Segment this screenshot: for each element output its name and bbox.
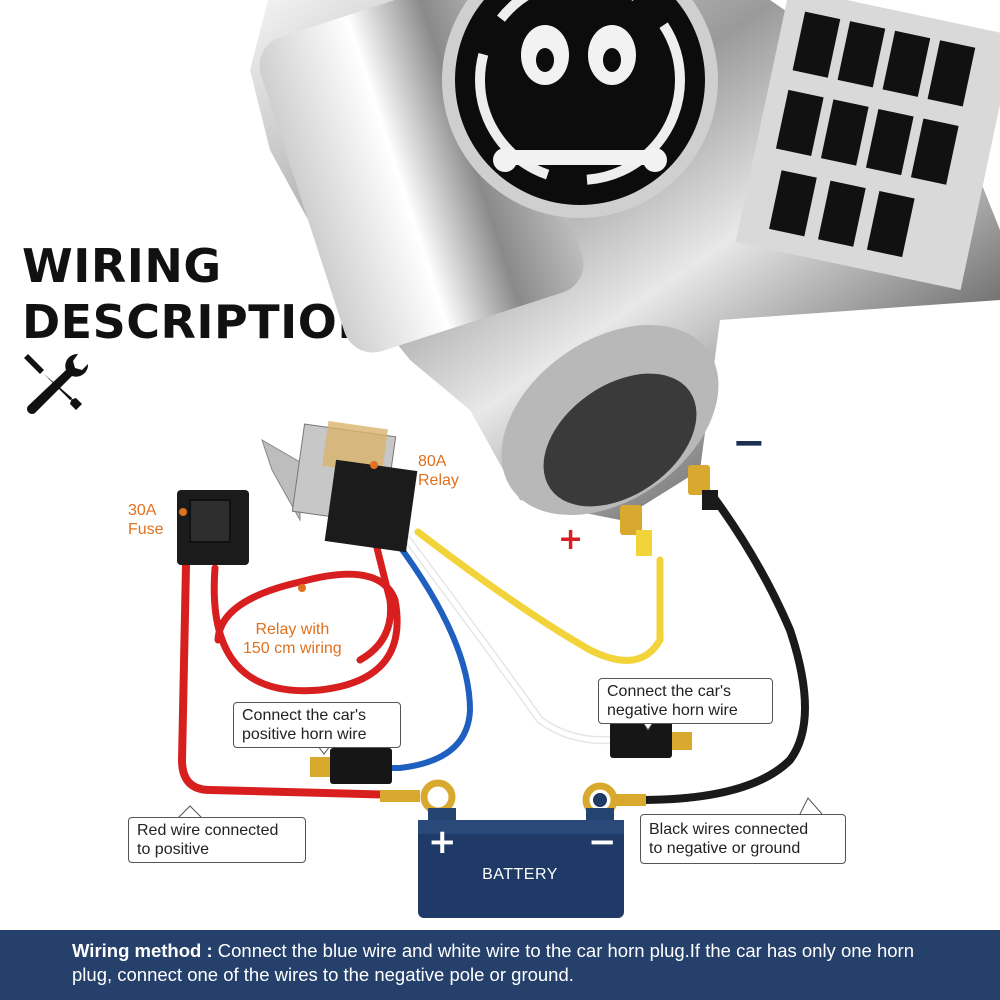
black-wire-callout: Black wires connected to negative or gro… <box>640 814 846 864</box>
red-callout-tail <box>177 805 203 819</box>
positive-horn-callout: Connect the car's positive horn wire <box>233 702 401 748</box>
positive-horn-callout-line1: Connect the car's <box>242 707 367 724</box>
red-wire-callout-line1: Red wire connected <box>137 822 279 839</box>
relay-wiring-label-line2: 150 cm wiring <box>243 640 342 657</box>
title-line-2: DESCRIPTION <box>22 295 377 349</box>
spade-terminal-positive <box>620 505 652 556</box>
black-callout-tail <box>799 797 823 815</box>
relay-wiring-label: Relay with 150 cm wiring <box>243 620 342 658</box>
relay-icon <box>261 421 418 553</box>
fuse-icon <box>177 490 249 565</box>
title-line-1: WIRING <box>22 239 222 293</box>
red-wire-callout-line2: to positive <box>137 841 210 858</box>
footer-prefix: Wiring method : <box>72 940 213 961</box>
negative-horn-callout: Connect the car's negative horn wire <box>598 678 773 724</box>
black-wire-callout-line2: to negative or ground <box>649 840 801 857</box>
wiring-dot <box>298 584 306 592</box>
skull-horn-icon <box>250 0 1000 520</box>
black-wire-callout-line1: Black wires connected <box>649 821 809 838</box>
screwdriver-wrench-icon <box>24 353 89 414</box>
battery-label: BATTERY <box>482 866 558 883</box>
spade-terminal-negative <box>688 465 718 510</box>
red-wire-callout: Red wire connected to positive <box>128 817 306 863</box>
positive-ring-terminal <box>380 779 456 815</box>
relay-label-rating: 80A <box>418 453 447 470</box>
negative-sign: − <box>732 420 766 466</box>
wires <box>178 491 809 804</box>
fuse-label: 30A Fuse <box>128 501 164 539</box>
battery-minus-sign: − <box>588 822 617 862</box>
wiring-method-footer: Wiring method : Connect the blue wire an… <box>0 930 1000 1000</box>
battery-icon <box>418 808 624 918</box>
blue-wire <box>387 537 473 771</box>
footer-text: Connect the blue wire and white wire to … <box>72 940 914 985</box>
red-wire-loop <box>210 564 401 695</box>
relay-label: 80A Relay <box>418 452 459 490</box>
positive-horn-plug <box>310 748 392 784</box>
negative-horn-callout-line1: Connect the car's <box>607 683 732 700</box>
relay-wiring-label-line1: Relay with <box>255 621 330 638</box>
fuse-label-name: Fuse <box>128 521 164 538</box>
fuse-label-rating: 30A <box>128 502 157 519</box>
negative-horn-plug <box>610 722 692 758</box>
negative-horn-callout-line2: negative horn wire <box>607 702 738 719</box>
white-wire-outline <box>405 537 613 743</box>
positive-horn-callout-line2: positive horn wire <box>242 726 367 743</box>
positive-sign: + <box>558 522 584 557</box>
red-wire-to-battery <box>178 561 404 799</box>
black-wire <box>636 491 809 804</box>
red-wire-relay <box>356 536 395 664</box>
battery-plus-sign: + <box>428 822 457 862</box>
yellow-wire <box>414 528 664 664</box>
relay-label-name: Relay <box>418 472 459 489</box>
page-title: WIRING DESCRIPTION <box>22 238 376 350</box>
